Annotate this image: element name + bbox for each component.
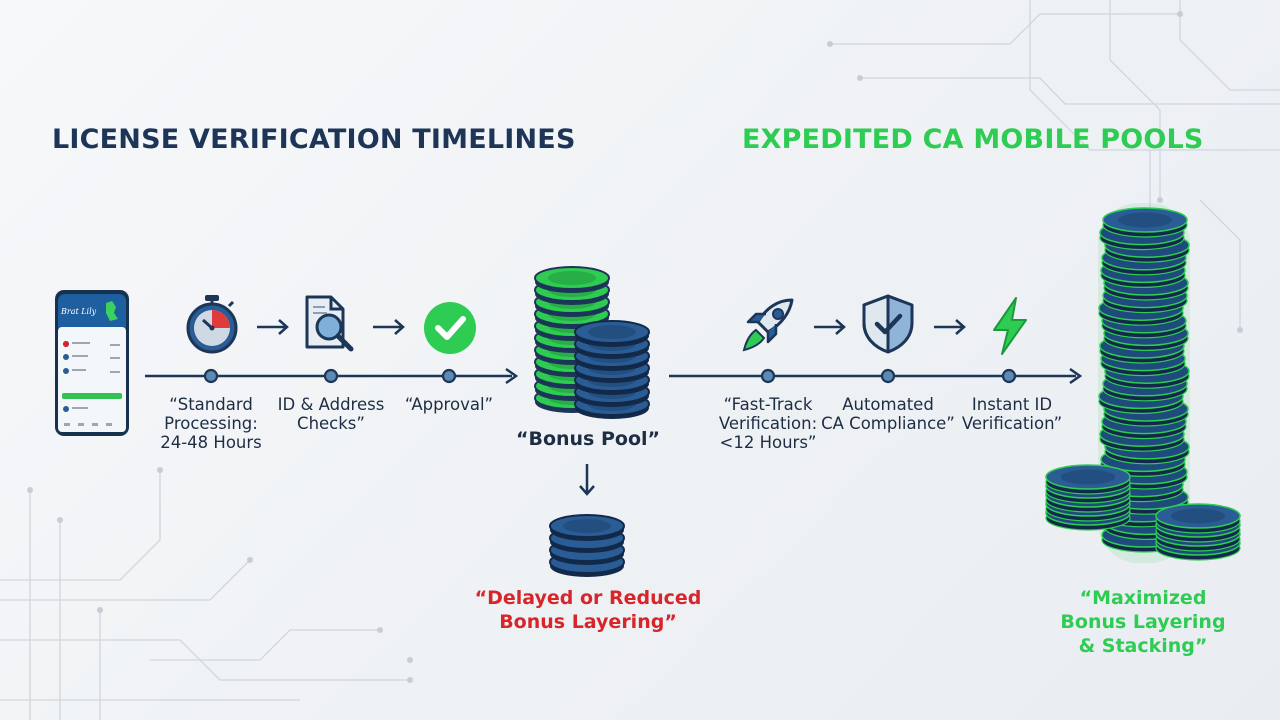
reduced-chip-stack xyxy=(549,514,625,577)
left-section-heading: LICENSE VERIFICATION TIMELINES xyxy=(52,124,576,155)
timeline-dot xyxy=(203,368,219,384)
arrow-right-icon xyxy=(814,319,846,335)
timeline-dot xyxy=(880,368,896,384)
step-label-id-address-checks: ID & Address Checks” xyxy=(277,395,385,433)
step-label-standard-processing: “Standard Processing: 24-48 Hours xyxy=(160,395,262,452)
right-section-heading: EXPEDITED CA MOBILE POOLS xyxy=(742,124,1204,155)
arrow-right-icon xyxy=(257,319,289,335)
rocket-icon xyxy=(742,298,794,352)
step-label-approval: “Approval” xyxy=(404,395,494,414)
arrow-down-icon xyxy=(579,464,595,496)
delayed-reduced-label: “Delayed or Reduced Bonus Layering” xyxy=(474,587,702,633)
arrow-right-icon xyxy=(934,319,966,335)
timeline-dot xyxy=(323,368,339,384)
arrow-right-icon xyxy=(373,319,405,335)
document-magnifier-icon xyxy=(305,295,354,352)
timeline-dot xyxy=(441,368,457,384)
step-label-instant-id: Instant ID Verification” xyxy=(961,395,1063,433)
step-label-fast-track: “Fast-Track Verification: <12 Hours” xyxy=(718,395,818,452)
right-timeline-line xyxy=(669,367,1083,385)
timeline-dot xyxy=(760,368,776,384)
bonus-pool-chip-stacks xyxy=(534,266,650,420)
stopwatch-icon xyxy=(186,295,238,354)
maximized-label: “Maximized Bonus Layering & Stacking” xyxy=(1060,587,1226,657)
green-checkmark-icon xyxy=(424,302,476,354)
step-label-automated-ca-compliance: Automated CA Compliance” xyxy=(821,395,955,433)
shield-check-icon xyxy=(862,294,914,354)
lightning-bolt-icon xyxy=(993,297,1027,355)
maximized-chip-stack xyxy=(1045,203,1241,563)
phone-mockup: Brat Lily xyxy=(54,289,130,437)
phone-screen-title: Brat Lily xyxy=(61,307,97,316)
bonus-pool-label: “Bonus Pool” xyxy=(515,428,661,450)
timeline-dot xyxy=(1001,368,1017,384)
